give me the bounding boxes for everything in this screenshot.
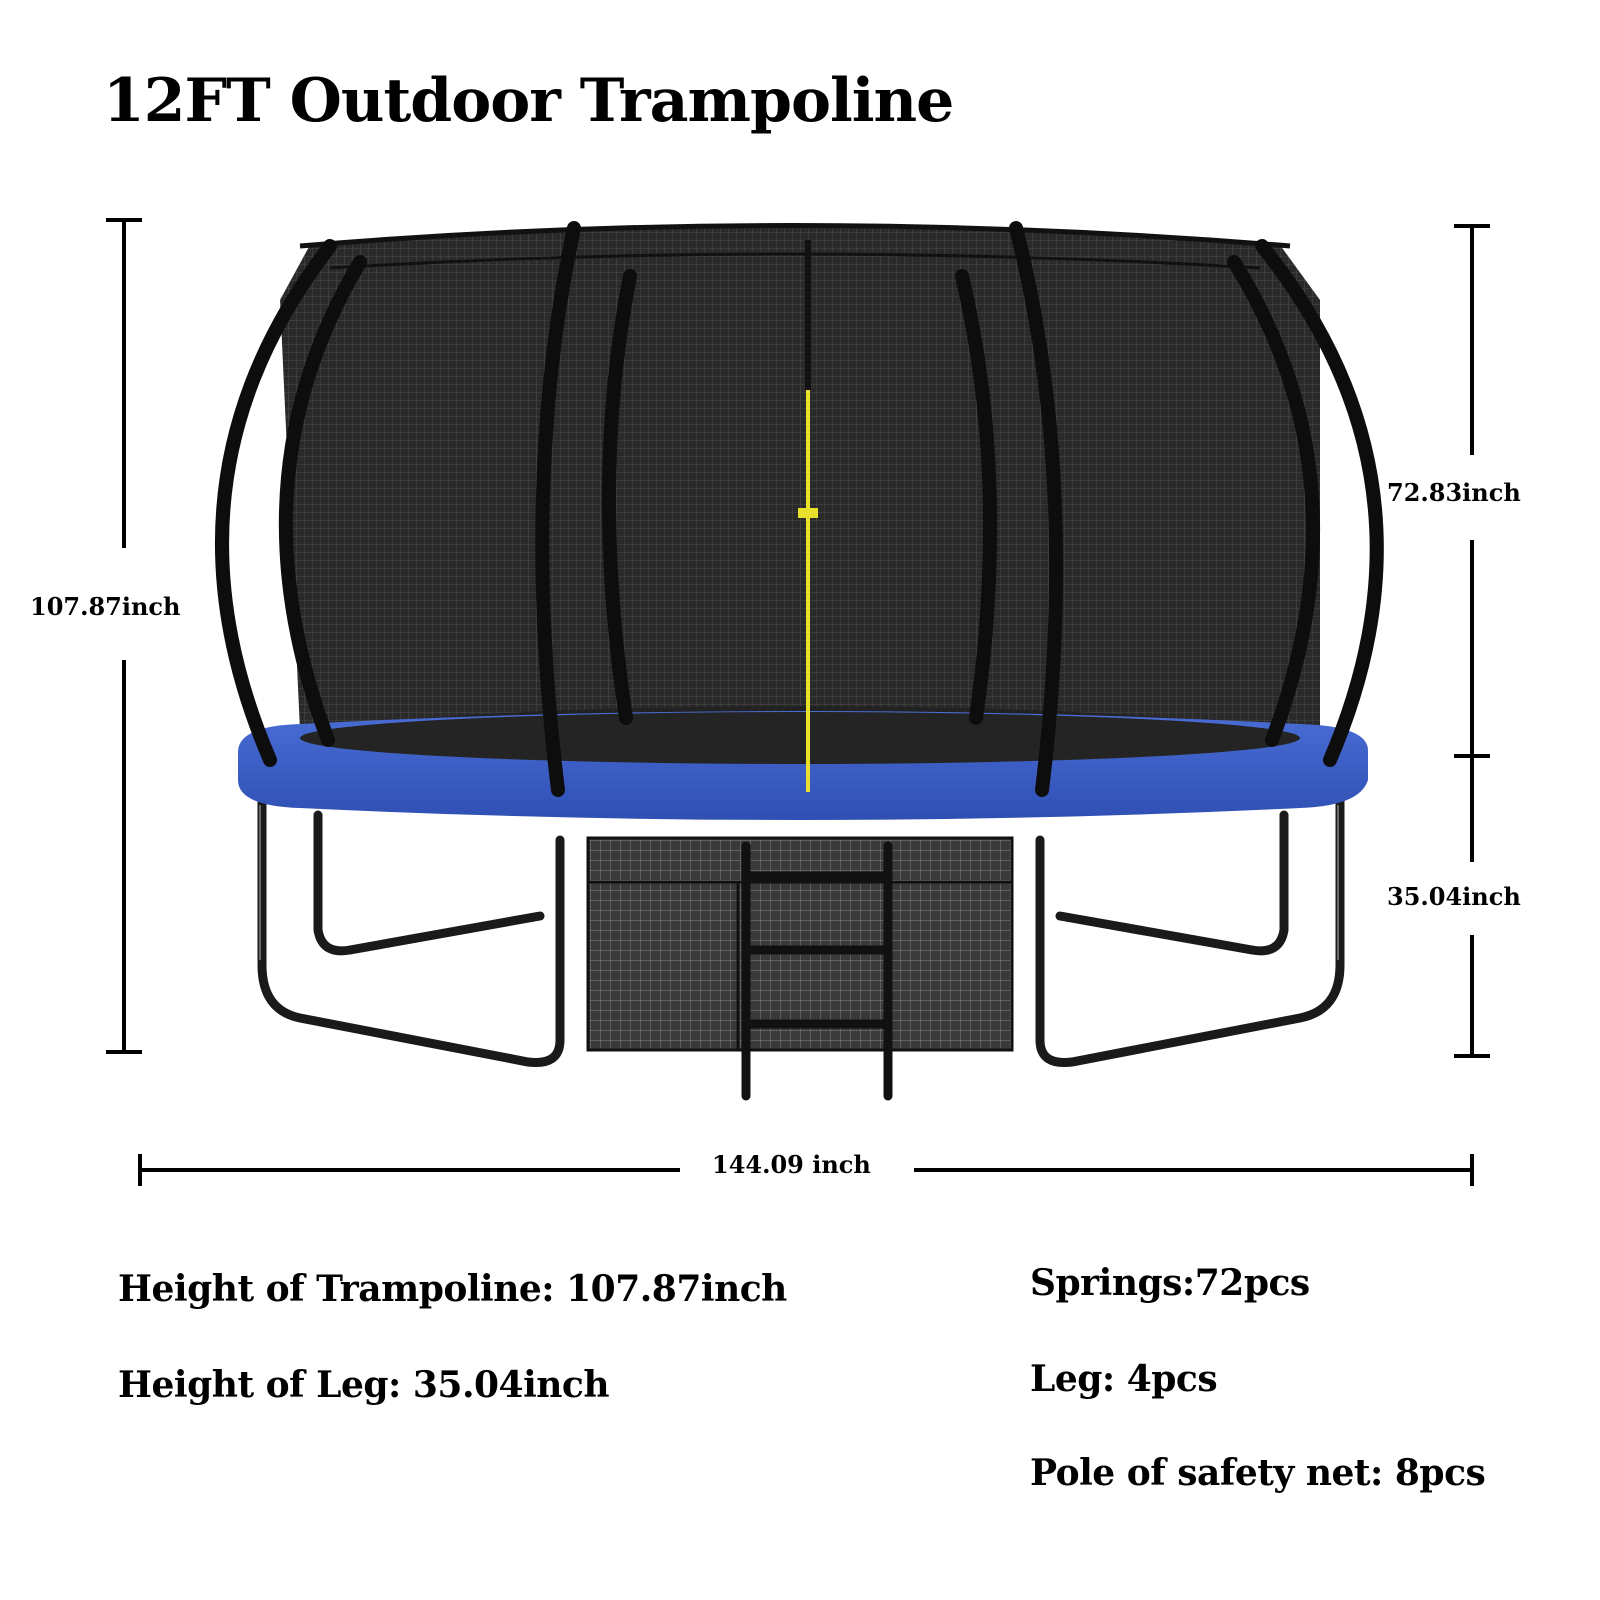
spec-height-of-trampoline: Height of Trampoline: 107.87inch [118,1268,787,1310]
spec-legs: Leg: 4pcs [1030,1358,1218,1400]
leg-height-label: 35.04inch [1387,882,1521,911]
net-poles [215,221,1384,797]
total-height-label: 107.87inch [30,592,181,621]
shoe-storage-net [586,836,1014,1052]
dimension-line-width [138,1154,1474,1186]
dimension-line-total-height [106,218,142,1054]
dimension-line-leg-height [1454,756,1490,1058]
width-label: 144.09 inch [712,1150,871,1179]
ladder [741,841,893,1101]
page-title: 12FT Outdoor Trampoline [103,66,954,136]
leg-frame-highlight [259,805,1339,960]
safety-net [280,227,1320,730]
dimension-line-net-height [1454,224,1490,758]
leg-frame [257,795,1345,1068]
zipper-buckle [798,508,818,518]
net-height-label: 72.83inch [1387,478,1521,507]
spec-safety-net-poles: Pole of safety net: 8pcs [1030,1452,1486,1494]
pad-inner-edge [300,712,1300,764]
net-inner-ring [329,252,1261,270]
net-top-ring [299,223,1291,249]
spec-height-of-leg: Height of Leg: 35.04inch [118,1364,610,1406]
spec-springs: Springs:72pcs [1030,1262,1310,1304]
